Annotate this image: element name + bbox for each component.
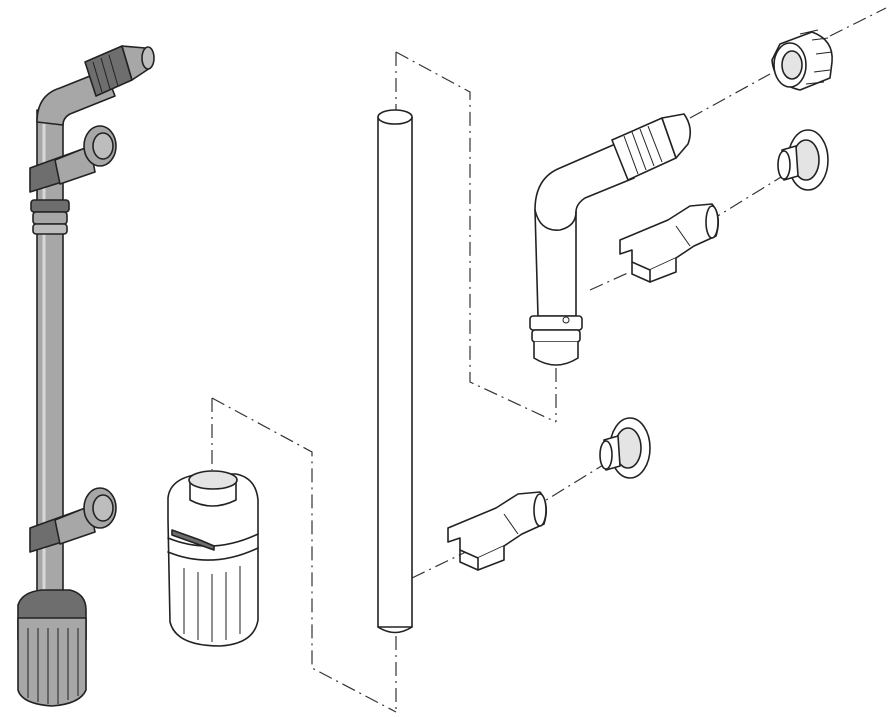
suction-cup-lower [599, 417, 651, 479]
assembled-intake-pipe [17, 45, 155, 707]
hose-nut [771, 29, 833, 91]
intake-strainer [167, 470, 259, 647]
straight-pipe [377, 109, 413, 634]
elbow-pipe [529, 113, 692, 366]
suction-cup-clip-upper [619, 203, 720, 283]
suction-cup-clip-lower [447, 491, 548, 571]
suction-cup-upper [777, 129, 829, 191]
